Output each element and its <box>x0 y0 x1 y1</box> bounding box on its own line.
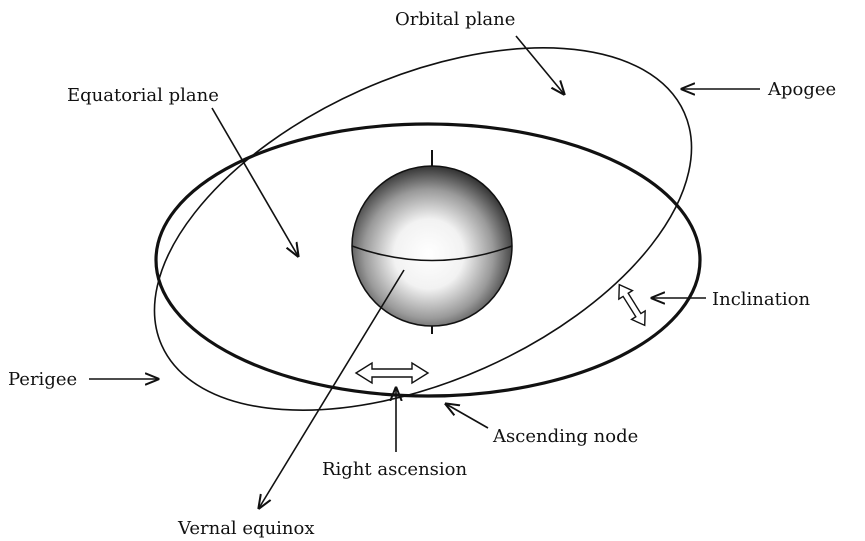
orbital-plane-ellipse <box>153 47 693 411</box>
earth-sphere <box>351 165 513 327</box>
inclination-arrow <box>618 283 646 327</box>
label-orbital-plane: Orbital plane <box>395 9 515 30</box>
label-ascending-node: Ascending node <box>492 426 638 447</box>
label-equatorial-plane: Equatorial plane <box>67 85 219 106</box>
earth-equator-line <box>351 245 513 262</box>
vernal-equinox-arrow <box>259 269 405 508</box>
right-ascension-arrow <box>354 361 430 385</box>
orbital-plane-pointer <box>515 35 564 94</box>
label-right-ascension: Right ascension <box>322 459 468 480</box>
label-vernal-equinox: Vernal equinox <box>177 518 315 539</box>
ascending-node-pointer <box>446 404 489 429</box>
label-apogee: Apogee <box>767 79 836 100</box>
equatorial-plane-pointer <box>211 107 298 256</box>
equatorial-plane-ellipse <box>154 122 702 398</box>
label-perigee: Perigee <box>8 369 77 390</box>
label-inclination: Inclination <box>712 289 810 310</box>
